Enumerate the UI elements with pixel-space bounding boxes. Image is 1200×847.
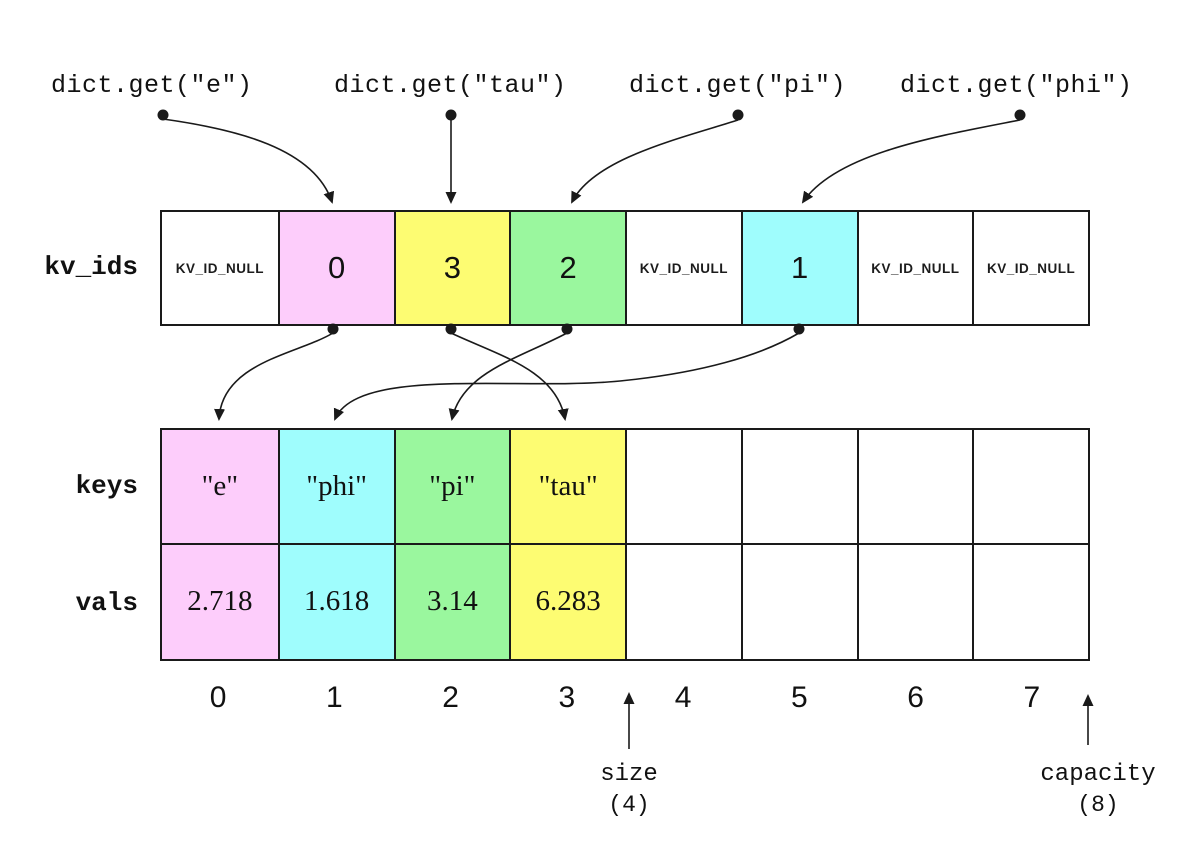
id-arrow-2: [448, 332, 568, 421]
vals-cell-0: 2.718: [162, 544, 278, 659]
key-value: "pi": [429, 469, 476, 502]
key-value: "phi": [306, 469, 367, 502]
vals-cell-3: 6.283: [509, 544, 625, 659]
keys-cell-1: "phi": [277, 430, 394, 543]
size-label: size: [600, 761, 658, 788]
vals-cell-4: [625, 544, 741, 659]
index-label-7: 7: [1023, 681, 1041, 714]
kv-id-value: 3: [443, 250, 461, 285]
val-value: 6.283: [535, 585, 601, 618]
query-label-pi: dict.get("pi"): [629, 71, 847, 100]
query-dot-phi: [1014, 109, 1026, 121]
kv-id-null-text: KV_ID_NULL: [639, 260, 728, 276]
id-arrow-0: [214, 332, 334, 421]
kv-ids-row-label: kv_ids: [44, 252, 138, 282]
index-label-5: 5: [791, 681, 808, 714]
index-label-0: 0: [209, 681, 227, 714]
keys-row: "e" "phi" "pi" "tau": [162, 430, 1088, 545]
kv-id-null-text: KV_ID_NULL: [871, 260, 960, 276]
query-arrow-e: [162, 118, 335, 204]
vals-cell-1: 1.618: [277, 544, 394, 659]
query-arrow-pi: [571, 119, 739, 204]
capacity-label: capacity: [1040, 761, 1156, 788]
kv-id-value: 1: [791, 250, 809, 285]
keys-cell-5: [740, 430, 857, 543]
kv-id-value: 0: [328, 250, 346, 285]
keys-vals-array: "e" "phi" "pi" "tau" 2.718 1.618 3.14 6.…: [160, 428, 1090, 661]
keys-cell-3: "tau": [509, 430, 625, 543]
keys-row-label: keys: [75, 471, 138, 501]
kv-ids-cell-1: 0: [277, 212, 394, 324]
index-label-2: 2: [442, 681, 459, 714]
keys-cell-4: [625, 430, 741, 543]
query-dot-pi: [732, 109, 744, 121]
kv-ids-cell-2: 3: [393, 212, 510, 324]
query-label-tau: dict.get("tau"): [334, 71, 567, 100]
kv-ids-array: KV_ID_NULL 0 3 2 KV_ID_NULL 1 KV_ID_NULL…: [160, 210, 1090, 326]
kv-ids-cell-7: KV_ID_NULL: [972, 212, 1088, 324]
keys-cell-0: "e": [162, 430, 278, 543]
capacity-value: (8): [1077, 792, 1119, 818]
query-label-e: dict.get("e"): [51, 71, 253, 100]
vals-row: 2.718 1.618 3.14 6.283: [162, 544, 1088, 659]
kv-ids-cell-0: KV_ID_NULL: [162, 212, 278, 324]
index-label-3: 3: [558, 681, 576, 714]
keys-cell-7: [972, 430, 1088, 543]
val-value: 2.718: [187, 585, 253, 618]
query-arrow-phi: [801, 119, 1021, 204]
kv-ids-cell-6: KV_ID_NULL: [856, 212, 973, 324]
kv-ids-cell-3: 2: [509, 212, 625, 324]
vals-cell-5: [740, 544, 857, 659]
vals-row-label: vals: [75, 588, 138, 618]
query-dot-e: [157, 109, 169, 121]
key-value: "e": [201, 469, 239, 502]
val-value: 3.14: [427, 585, 478, 618]
index-label-6: 6: [907, 681, 924, 714]
kv-id-value: 2: [559, 250, 577, 285]
vals-cell-6: [856, 544, 973, 659]
keys-cell-6: [856, 430, 973, 543]
index-label-4: 4: [674, 681, 692, 714]
kv-ids-row: KV_ID_NULL 0 3 2 KV_ID_NULL 1 KV_ID_NULL…: [162, 212, 1088, 324]
kv-id-null-text: KV_ID_NULL: [986, 260, 1076, 276]
index-labels: 0 1 2 3 4 5 6 7: [160, 681, 1090, 715]
val-value: 1.618: [304, 585, 370, 618]
index-label-1: 1: [326, 681, 343, 714]
size-value: (4): [608, 792, 650, 818]
kv-id-null-text: KV_ID_NULL: [175, 260, 264, 276]
keys-cell-2: "pi": [393, 430, 510, 543]
vals-cell-7: [972, 544, 1088, 659]
key-value: "tau": [538, 469, 598, 502]
kv-ids-cell-4: KV_ID_NULL: [625, 212, 741, 324]
kv-ids-cell-5: 1: [740, 212, 857, 324]
query-dot-tau: [445, 109, 457, 121]
id-arrow-3: [450, 332, 569, 421]
vals-cell-2: 3.14: [393, 544, 510, 659]
id-arrow-1: [333, 332, 800, 421]
query-label-phi: dict.get("phi"): [900, 71, 1133, 100]
